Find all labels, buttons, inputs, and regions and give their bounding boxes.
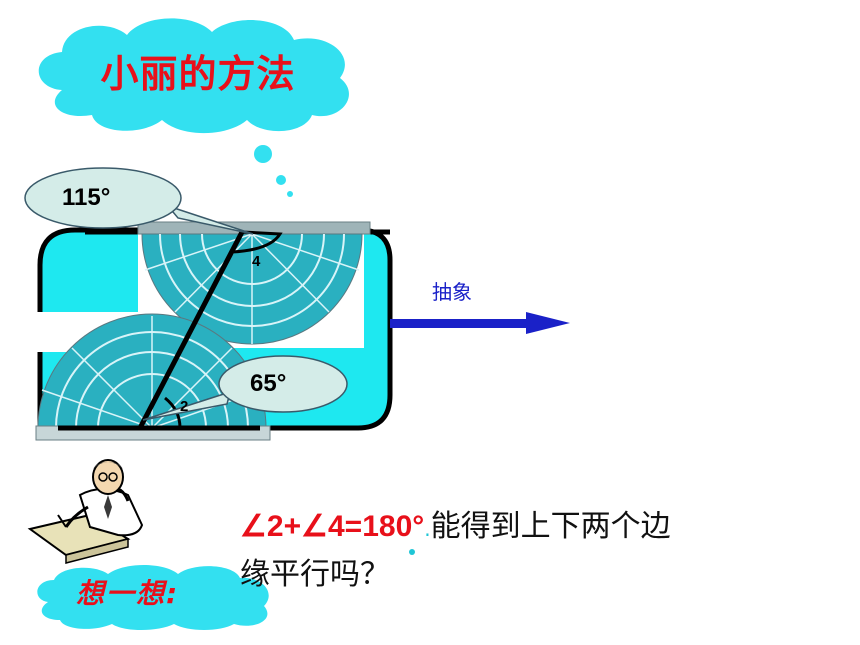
question-line2: 缘平行吗？	[240, 557, 390, 592]
angle-bubble-top	[24, 167, 254, 235]
think-cloud	[37, 565, 269, 630]
question-text: ∠2+∠4=180°.能得到上下两个边 缘平行吗？	[240, 504, 820, 598]
page-title: 小丽的方法	[100, 52, 296, 96]
decor-dot	[409, 549, 415, 555]
abstract-arrow	[390, 312, 570, 334]
angle-value-top: 115°	[62, 184, 111, 211]
think-label: 想一想:	[76, 577, 180, 610]
angle-sum-formula: ∠2+∠4=180°	[240, 510, 425, 543]
question-dot: .	[424, 517, 431, 541]
thought-dots	[254, 145, 293, 197]
angle-2-label: 2	[180, 398, 189, 415]
title-cloud	[38, 18, 349, 134]
thinking-person-icon	[27, 459, 144, 564]
question-line1: 能得到上下两个边	[430, 509, 671, 544]
angle-bubble-bottom	[142, 355, 348, 421]
arrow-label: 抽象	[432, 280, 472, 304]
angle-4-label: 4	[252, 253, 261, 270]
protractor-figure	[30, 221, 393, 441]
angle-value-bottom: 65°	[250, 370, 287, 397]
